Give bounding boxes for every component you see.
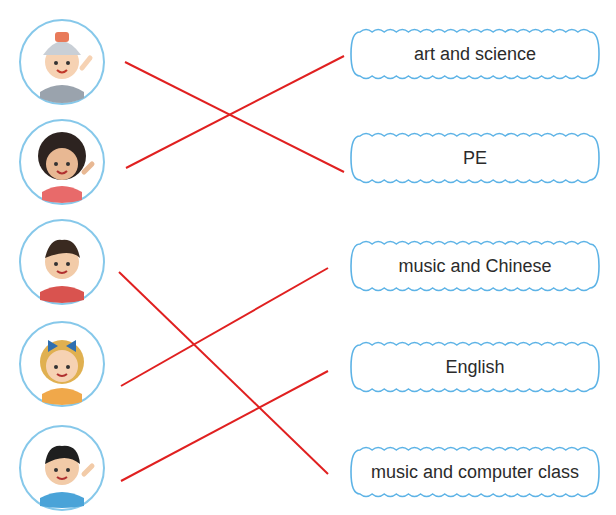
avatar-boy-waving (20, 426, 104, 510)
avatar-boy-cap (20, 20, 104, 104)
matching-lines (119, 56, 344, 481)
box-border (351, 242, 599, 291)
answer-text: art and science (414, 44, 536, 65)
answer-box: English (350, 344, 600, 390)
answer-box: PE (350, 135, 600, 181)
match-line (119, 272, 328, 474)
answer-text: music and Chinese (398, 256, 551, 277)
answer-text: English (445, 357, 504, 378)
match-line (126, 56, 344, 168)
avatar-boy (20, 220, 104, 304)
answer-text: PE (463, 148, 487, 169)
answer-box: art and science (350, 31, 600, 77)
answer-box: music and computer class (350, 449, 600, 495)
match-line (121, 371, 328, 481)
avatar-girl-curly (20, 120, 104, 204)
box-border (351, 343, 599, 392)
avatar-girl-bow (20, 322, 104, 406)
box-border (351, 448, 599, 497)
box-border (351, 134, 599, 183)
answer-box: music and Chinese (350, 243, 600, 289)
match-line (121, 268, 328, 386)
match-line (125, 62, 344, 172)
box-border (351, 30, 599, 79)
answer-text: music and computer class (371, 462, 579, 483)
